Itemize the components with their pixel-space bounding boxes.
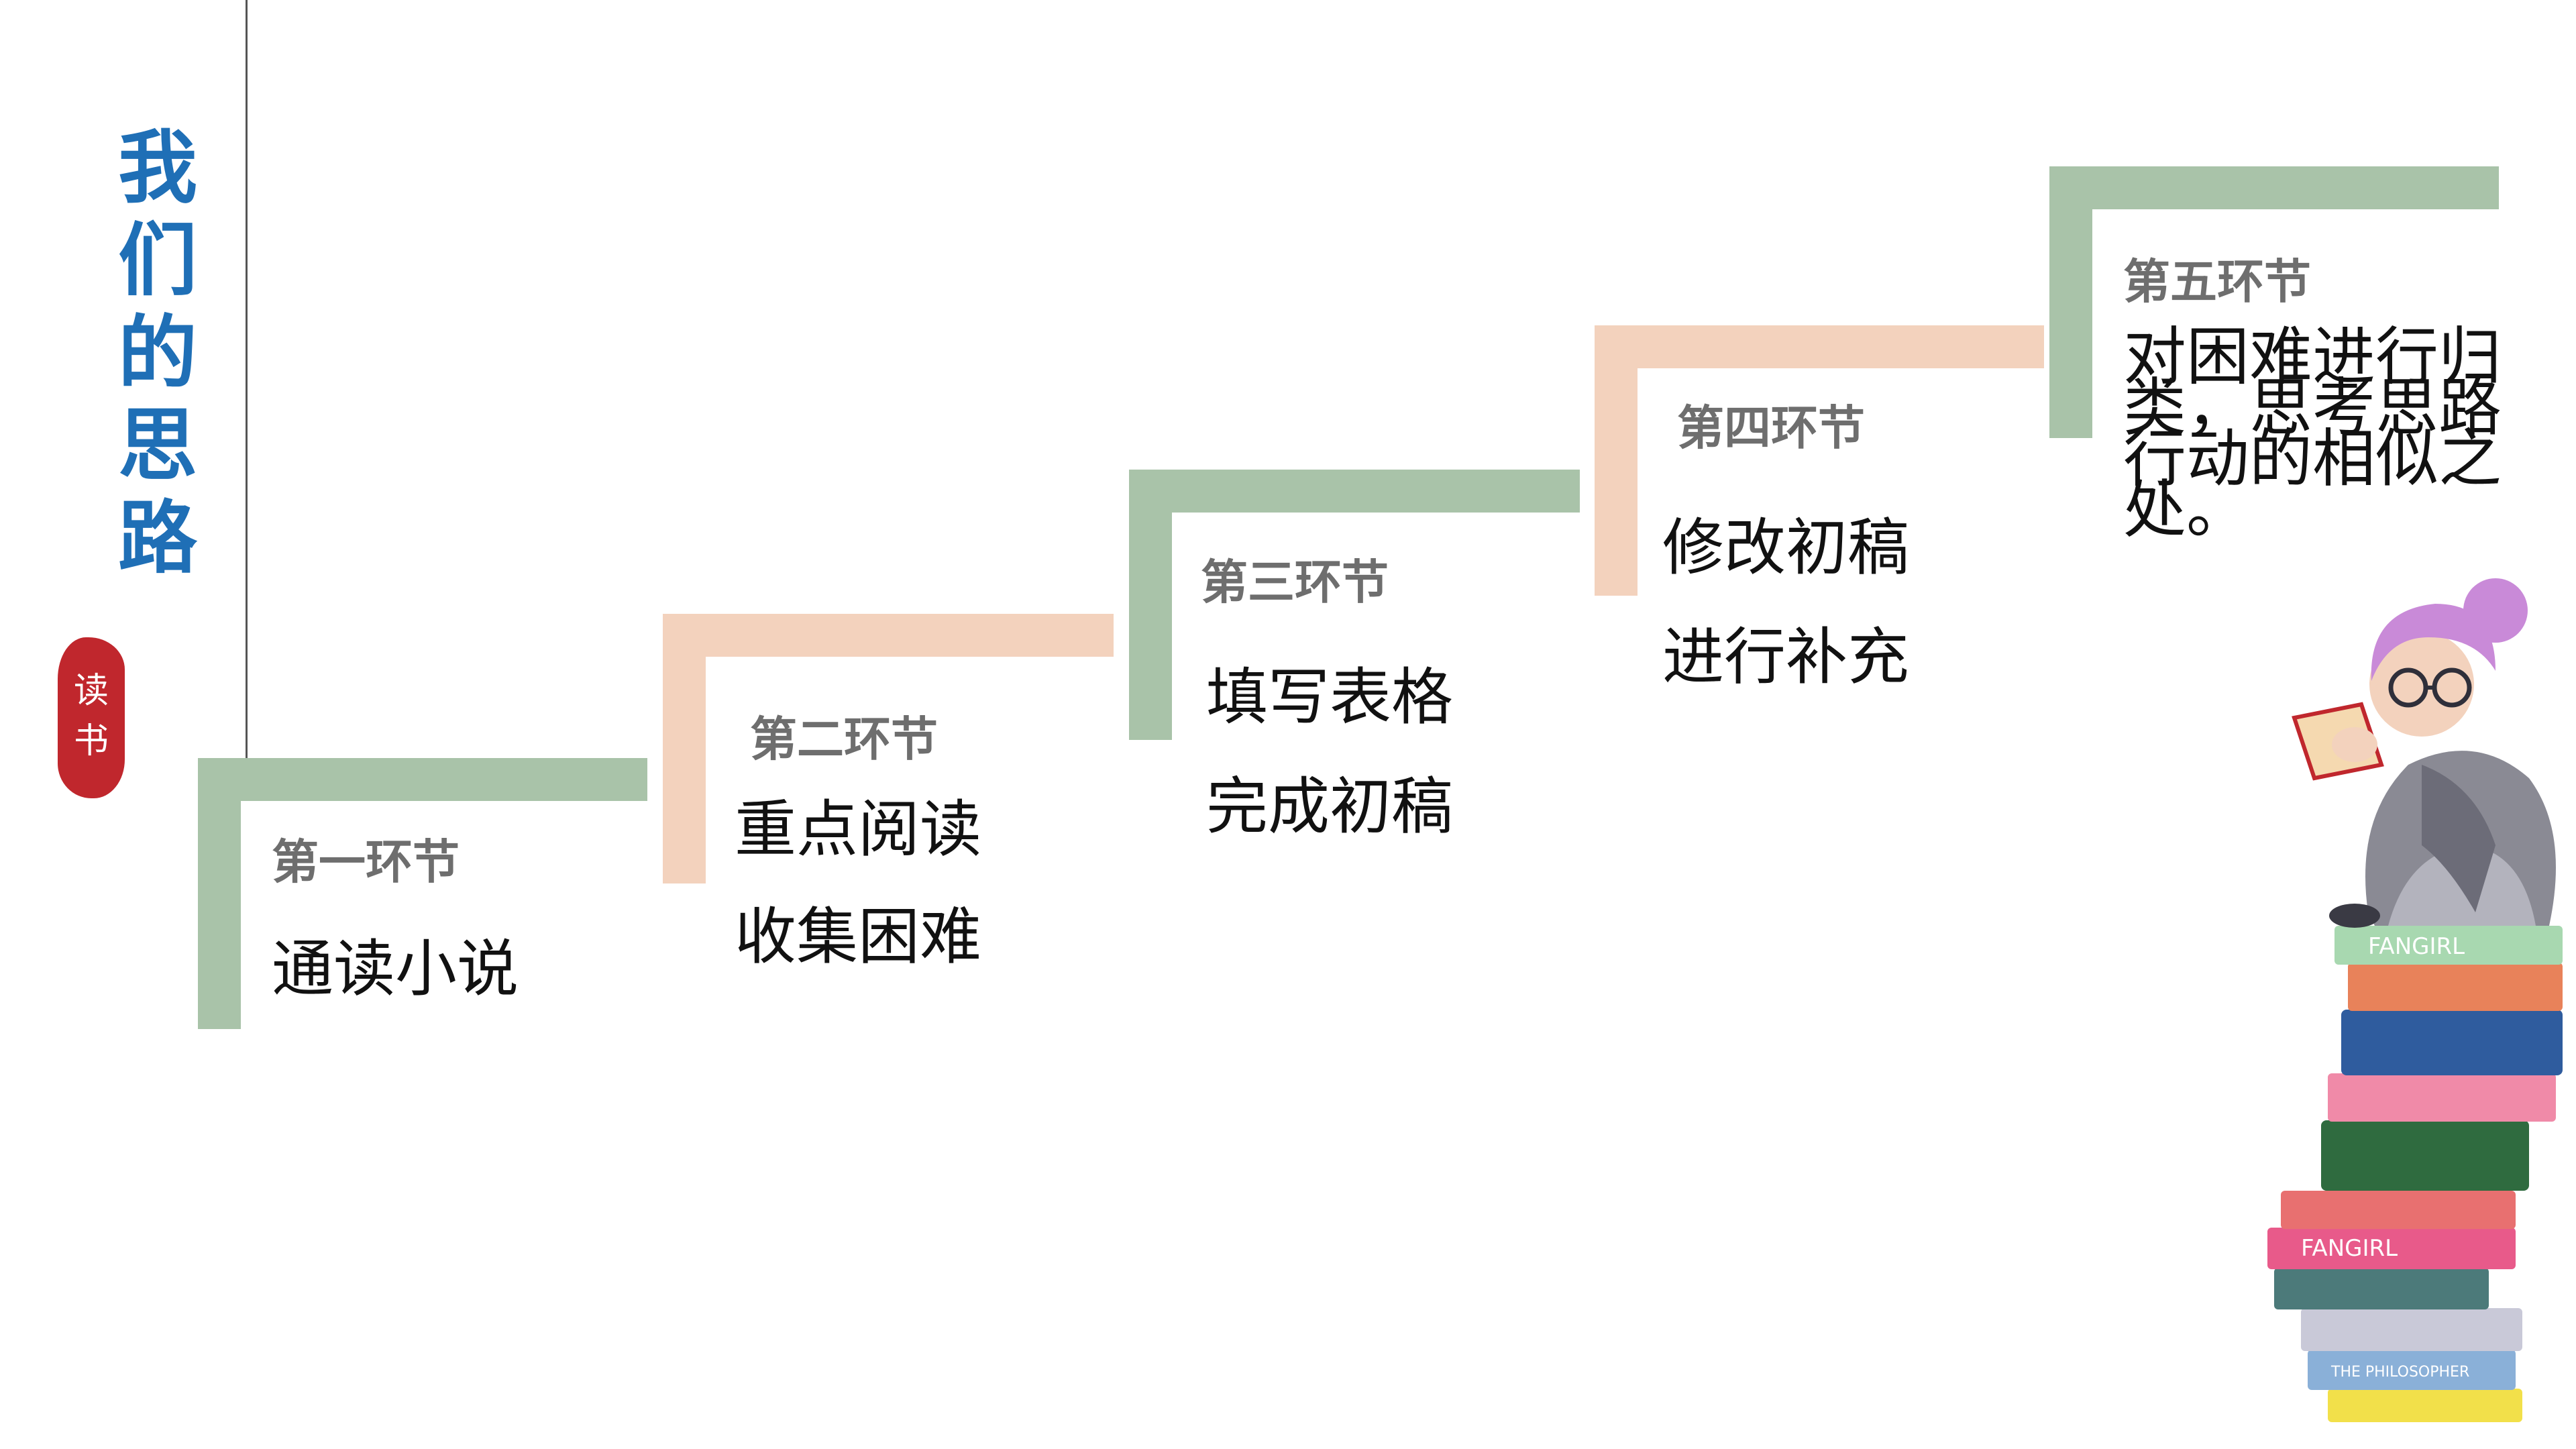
step-2-bar-side bbox=[663, 614, 706, 883]
step-2-bar-top bbox=[663, 614, 1114, 657]
step-3-label: 第三环节 bbox=[1201, 555, 1389, 610]
step-2-line: 重点阅读 bbox=[735, 794, 982, 865]
book-label-3: THE PHILOSOPHER bbox=[2330, 1364, 2469, 1381]
step-3-line: 填写表格 bbox=[1206, 661, 1454, 733]
step-2-label: 第二环节 bbox=[750, 712, 938, 767]
seal-char: 读 bbox=[73, 671, 109, 711]
step-1-bar-side bbox=[198, 758, 241, 1029]
step-1-label: 第一环节 bbox=[272, 835, 460, 890]
book-label-2: FANGIRL bbox=[2301, 1235, 2398, 1262]
divider-line bbox=[246, 0, 248, 758]
girl-reading-on-books-illustration: THE PHILOSOPHER FANGIRL FANGIRL bbox=[2254, 564, 2576, 1449]
step-2-line: 收集困难 bbox=[735, 901, 982, 973]
seal-char: 书 bbox=[73, 721, 109, 761]
title-char: 的 bbox=[117, 306, 197, 399]
step-3-bar-top bbox=[1129, 470, 1580, 513]
seal-stamp: 读 书 bbox=[58, 637, 125, 798]
step-4-bar-side bbox=[1595, 325, 1638, 596]
step-4-bar-top bbox=[1595, 325, 2044, 368]
step-4-label: 第四环节 bbox=[1677, 400, 1865, 455]
step-1-bar-top bbox=[198, 758, 647, 801]
step-4-line: 修改初稿 bbox=[1662, 512, 1910, 584]
step-3-line: 完成初稿 bbox=[1206, 771, 1454, 843]
title-char: 思 bbox=[117, 398, 197, 492]
step-5-label: 第五环节 bbox=[2123, 254, 2311, 309]
book-label-1: FANGIRL bbox=[2368, 933, 2465, 960]
step-5-bar-top bbox=[2049, 166, 2499, 209]
title-char: 们 bbox=[117, 213, 197, 307]
step-5-bar-side bbox=[2049, 166, 2092, 438]
step-5-text: 对困难进行归类，思考思路行动的相似之处。 bbox=[2123, 321, 2502, 547]
step-1-line: 通读小说 bbox=[272, 933, 519, 1005]
step-3-bar-side bbox=[1129, 470, 1172, 740]
title-char: 我 bbox=[117, 121, 197, 214]
title-char: 路 bbox=[117, 491, 197, 584]
step-4-line: 进行补充 bbox=[1662, 621, 1910, 693]
